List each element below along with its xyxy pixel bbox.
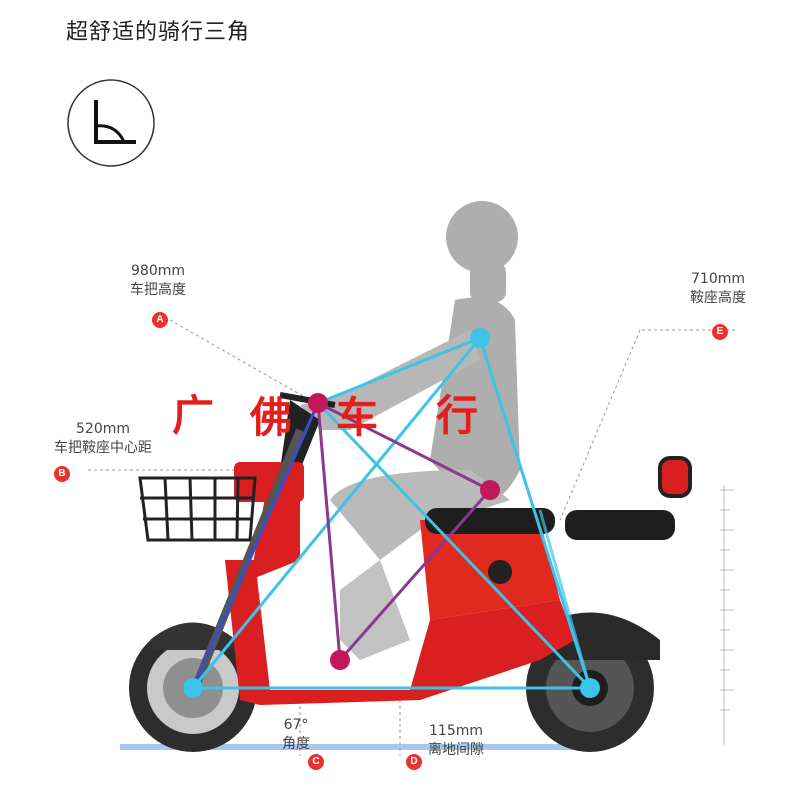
badge-e: E bbox=[712, 324, 728, 340]
watermark-char-2: 佛 bbox=[250, 393, 299, 442]
callout-b-value: 520mm bbox=[76, 421, 130, 437]
callout-ground-clearance: 115mm 离地间隙 bbox=[418, 722, 494, 760]
callout-a-value: 980mm bbox=[131, 263, 185, 279]
badge-a: A bbox=[152, 312, 168, 328]
callout-e-name: 鞍座高度 bbox=[690, 290, 746, 306]
triangle-nodes bbox=[183, 328, 600, 698]
badge-c: C bbox=[308, 754, 324, 770]
callout-b-name: 车把鞍座中心距 bbox=[54, 440, 152, 456]
callout-handlebar-saddle-distance: 520mm 车把鞍座中心距 bbox=[38, 420, 168, 458]
badge-d: D bbox=[406, 754, 422, 770]
page-title: 超舒适的骑行三角 bbox=[66, 20, 251, 45]
callout-c-value: 67° bbox=[283, 717, 309, 733]
badge-b: B bbox=[54, 466, 70, 482]
callout-d-value: 115mm bbox=[429, 723, 483, 739]
riding-triangle-icon bbox=[67, 79, 155, 167]
callout-d-name: 离地间隙 bbox=[428, 742, 484, 758]
callout-e-value: 710mm bbox=[691, 271, 745, 287]
callout-handlebar-height: 980mm 车把高度 bbox=[120, 262, 196, 300]
front-basket bbox=[138, 476, 257, 542]
watermark-char-3: 车 bbox=[336, 393, 385, 442]
callout-c-name: 角度 bbox=[282, 736, 310, 752]
ground-line bbox=[120, 744, 590, 750]
watermark-char-1: 广 bbox=[172, 391, 221, 440]
callout-a-name: 车把高度 bbox=[130, 282, 186, 298]
riding-triangle bbox=[191, 334, 593, 690]
watermark-char-4: 行 bbox=[436, 391, 485, 440]
height-ruler bbox=[720, 485, 734, 745]
callout-angle: 67° 角度 bbox=[272, 716, 320, 754]
callout-saddle-height: 710mm 鞍座高度 bbox=[678, 270, 758, 308]
